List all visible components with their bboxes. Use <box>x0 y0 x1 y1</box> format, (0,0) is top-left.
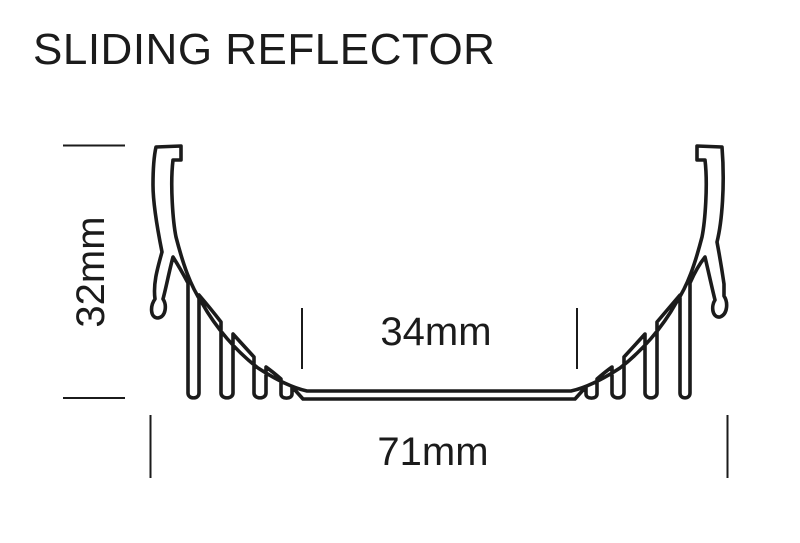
page-title: SLIDING REFLECTOR <box>33 25 496 74</box>
dimension-overall-width: 71mm <box>149 415 729 478</box>
dimension-inner-width-label: 34mm <box>380 310 491 354</box>
reflector-profile-outline <box>149 144 729 401</box>
dimension-height: 32mm <box>63 144 125 399</box>
dimension-inner-width: 34mm <box>301 308 578 369</box>
dimension-height-label: 32mm <box>69 216 113 327</box>
dimension-overall-width-label: 71mm <box>377 430 488 474</box>
